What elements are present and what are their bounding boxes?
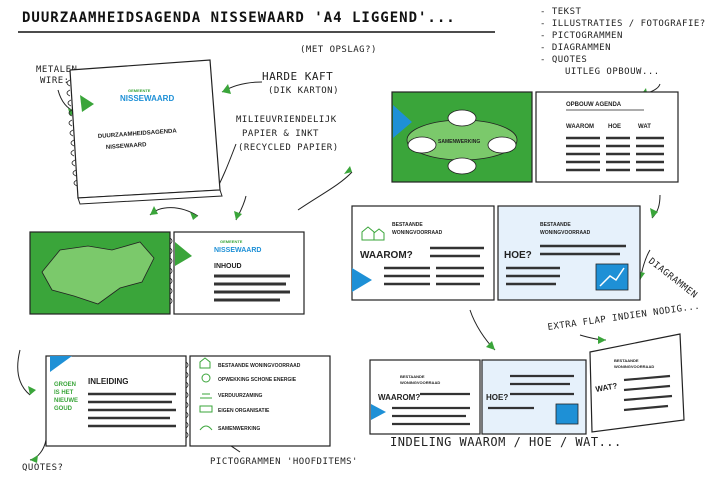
hoe-section-1: BESTAANDE — [540, 222, 571, 228]
waarom-section-1: BESTAANDE — [392, 222, 423, 228]
spread-inhoud: GEMEENTE NISSEWAARD INHOUD — [29, 231, 305, 315]
picto-item-1: BESTAANDE WONINGVOORRAAD — [218, 363, 301, 369]
hoe-section-2: WONINGVOORRAAD — [540, 230, 591, 236]
inhoud-heading: INHOUD — [214, 263, 242, 270]
quote-line-4: GOUD — [54, 406, 73, 412]
flap-wat-section-1: BESTAANDE — [614, 358, 639, 363]
opbouw-heading: OPBOUW AGENDA — [566, 102, 622, 108]
flap-wat: WAT? — [595, 381, 618, 394]
note-harde-kaft: HARDE KAFT — [262, 70, 333, 83]
house-pictogram-icon — [199, 357, 211, 369]
page-title: DUURZAAMHEIDSAGENDA NISSEWAARD 'A4 LIGGE… — [22, 10, 456, 26]
handshake-pictogram-icon — [199, 425, 213, 431]
note-extra-flap: EXTRA FLAP INDIEN NODIG... — [547, 302, 701, 333]
cover-wire-binding — [66, 79, 78, 187]
quote-line-1: GROEN — [54, 382, 76, 388]
content-legend: - TEKST - ILLUSTRATIES / FOTOGRAFIE? - P… — [540, 7, 706, 65]
house-icon — [361, 226, 385, 241]
cover-book: GEMEENTE NISSEWAARD DUURZAAMHEIDSAGENDA … — [66, 59, 223, 205]
legend-item-diagrammen: - DIAGRAMMEN — [540, 43, 611, 53]
note-papier-3: (RECYCLED PAPIER) — [238, 143, 339, 153]
building-pictogram-icon — [199, 405, 213, 413]
hoe-text-lines — [506, 244, 626, 286]
legend-item-pictogrammen: - PICTOGRAMMEN — [540, 31, 623, 41]
note-quotes: QUOTES? — [22, 463, 63, 473]
note-diagrammen: DIAGRAMMEN — [646, 256, 699, 300]
flap-hoe-lines — [488, 374, 574, 410]
inhoud-text-lines — [214, 274, 290, 302]
flap-waarom: WAAROM? — [378, 393, 420, 402]
spread-opbouw: SAMENWERKING OPBOUW AGENDA WAAROM HOE WA… — [391, 91, 679, 183]
picto-item-3: VERDUURZAMING — [218, 393, 263, 399]
hoe-heading: HOE? — [504, 250, 532, 261]
note-pictogrammen: PICTOGRAMMEN 'HOOFDITEMS' — [210, 457, 358, 467]
inhoud-arrow-shape — [175, 242, 192, 266]
legend-item-illustraties: - ILLUSTRATIES / FOTOGRAFIE? — [540, 19, 706, 29]
diagram-center-label: SAMENWERKING — [438, 139, 480, 145]
pictogram-icons — [199, 357, 213, 431]
note-met-opslag: (MET OPSLAG?) — [300, 45, 377, 55]
spread-inleiding: GROEN IS HET NIEUWE GOUD INLEIDING BESTA… — [45, 355, 331, 447]
cover-arrow-shape — [80, 95, 94, 112]
map-illustration — [41, 241, 155, 305]
cover-title-2: NISSEWAARD — [106, 142, 148, 151]
leaf-pictogram-icon — [200, 393, 212, 399]
flap-wat-lines — [623, 374, 673, 412]
waarom-text-lines — [384, 246, 484, 286]
note-wire: WIRE: 'O' — [40, 76, 93, 86]
picto-item-4: EIGEN ORGANISATIE — [218, 408, 270, 414]
opbouw-col-hoe: HOE — [608, 124, 621, 130]
flap-waarom-lines — [392, 392, 470, 426]
note-metalen: METALEN — [36, 65, 77, 75]
picto-item-2: OPWEKKING SCHONE ENERGIE — [218, 377, 297, 383]
legend-item-tekst: - TEKST — [540, 7, 582, 17]
opbouw-text-lines — [566, 136, 664, 172]
inleiding-text-lines — [88, 392, 176, 428]
spread-waarom-hoe: BESTAANDE WONINGVOORRAAD WAAROM? BESTAAN… — [351, 205, 641, 301]
diagram-nodes — [407, 109, 517, 175]
sun-pictogram-icon — [201, 373, 211, 383]
quote-line-3: NIEUWE — [54, 398, 78, 404]
inhoud-brand: NISSEWAARD — [214, 247, 261, 254]
flap-chart-icon — [555, 403, 579, 425]
flap-section-1: BESTAANDE — [400, 374, 425, 379]
flap-hoe: HOE? — [486, 393, 508, 402]
waarom-heading: WAAROM? — [360, 250, 413, 261]
inleiding-heading: INLEIDING — [88, 377, 128, 386]
inhoud-wire-binding — [169, 237, 173, 305]
note-indeling: INDELING WAAROM / HOE / WAT... — [390, 435, 622, 449]
opbouw-col-wat: WAT — [638, 124, 651, 130]
legend-item-quotes: - QUOTES — [540, 55, 587, 65]
note-papier-2: PAPIER & INKT — [242, 129, 319, 139]
inhoud-brand-small: GEMEENTE — [220, 239, 243, 244]
note-dik-karton: (DIK KARTON) — [268, 86, 339, 96]
cover-brand: NISSEWAARD — [120, 94, 174, 103]
inleiding-wire-binding — [185, 361, 189, 439]
flap-wat-section-2: WONINGVOORRAAD — [614, 364, 654, 369]
flap-section-2: WONINGVOORRAAD — [400, 380, 440, 385]
quote-line-2: IS HET — [54, 390, 74, 396]
note-papier-1: MILIEUVRIENDELIJK — [236, 115, 337, 125]
cover-title-1: DUURZAAMHEIDSAGENDA — [98, 128, 178, 140]
cover-brand-small: GEMEENTE — [128, 88, 151, 93]
opbouw-col-waarom: WAAROM — [566, 124, 594, 130]
picto-item-5: SAMENWERKING — [218, 426, 260, 432]
waarom-section-2: WONINGVOORRAAD — [392, 230, 443, 236]
spread-flap: BESTAANDE WONINGVOORRAAD WAAROM? HOE? BE… — [369, 333, 685, 435]
note-uitleg-opbouw: UITLEG OPBOUW... — [565, 67, 660, 77]
